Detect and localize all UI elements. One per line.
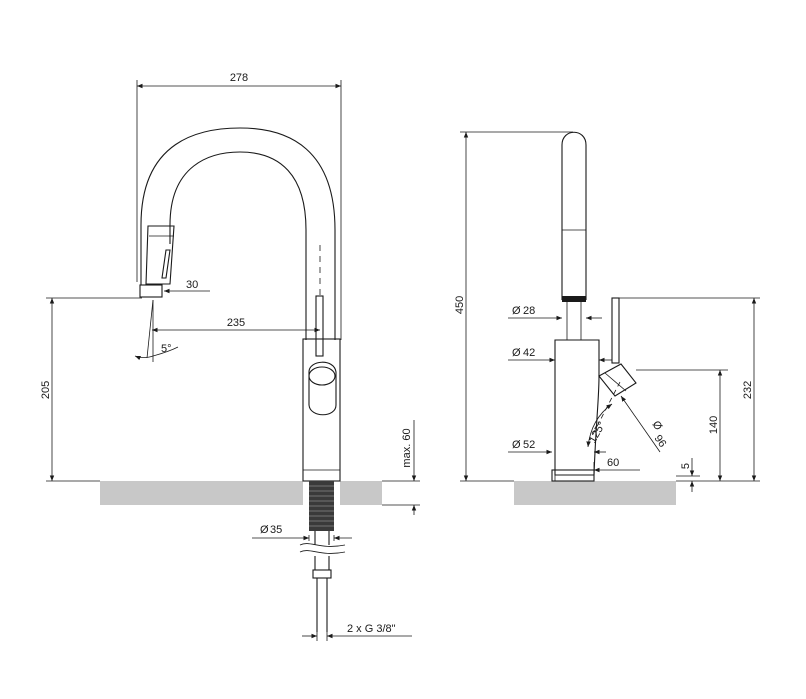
dim-label-max60: max. 60 — [401, 428, 413, 467]
dim-label-dia28: 28 — [523, 305, 535, 317]
dim-label-278: 278 — [230, 72, 248, 84]
side-view: 450 Ø 28 Ø 42 Ø 52 125° Ø 96 60 140 — [454, 131, 760, 505]
spray-nozzle — [139, 284, 163, 298]
dim-label-205: 205 — [40, 381, 52, 399]
dim-label-lever-dia: 96 — [652, 433, 669, 450]
spray-head — [145, 225, 175, 285]
dim-label-5: 5 — [680, 463, 692, 469]
lever-handle — [315, 295, 324, 357]
dim-label-450: 450 — [454, 296, 466, 314]
side-body — [554, 339, 600, 476]
angle-arc-125 — [586, 403, 613, 448]
dim-label-lever-dia-symbol: Ø — [650, 419, 665, 433]
spray-axis — [146, 299, 154, 359]
dim-label-dia28-symbol: Ø — [512, 305, 521, 317]
thread-lines — [309, 485, 334, 527]
dim-label-angle-5: 5° — [161, 343, 172, 355]
spray-button — [161, 249, 171, 279]
dim-label-30: 30 — [186, 279, 198, 291]
cartridge-knob — [308, 361, 337, 416]
dim-label-angle-125: 125° — [587, 420, 609, 446]
dim-label-dia35-symbol: Ø — [260, 524, 269, 536]
side-counter — [514, 481, 676, 505]
angle-arc-5 — [134, 346, 179, 361]
dim-label-dia42-symbol: Ø — [512, 347, 521, 359]
side-lever-arm — [598, 363, 637, 397]
side-base-ring — [551, 469, 595, 482]
dim-label-dia35: 35 — [270, 524, 282, 536]
side-spout — [561, 131, 587, 300]
dim-label-connection: 2 x G 3/8" — [347, 623, 396, 635]
dim-label-dia52: 52 — [523, 439, 535, 451]
supply-hoses — [299, 531, 346, 632]
dim-label-60: 60 — [607, 457, 619, 469]
dim-label-dia42: 42 — [523, 347, 535, 359]
dim-line-lever-dia — [620, 395, 661, 453]
side-spout-aerator — [562, 296, 586, 302]
side-lever-handle — [611, 297, 620, 364]
spout-inner — [169, 151, 307, 340]
dim-label-232: 232 — [742, 381, 754, 399]
dim-label-140: 140 — [708, 416, 720, 434]
front-view: 278 30 235 5° 205 max. 60 Ø 35 — [40, 72, 420, 641]
dim-label-dia52-symbol: Ø — [512, 439, 521, 451]
dim-label-235: 235 — [227, 317, 245, 329]
front-counter — [100, 481, 303, 505]
cartridge-knob-top — [308, 366, 336, 386]
spout-outer — [140, 127, 336, 340]
front-counter-right — [340, 481, 382, 505]
